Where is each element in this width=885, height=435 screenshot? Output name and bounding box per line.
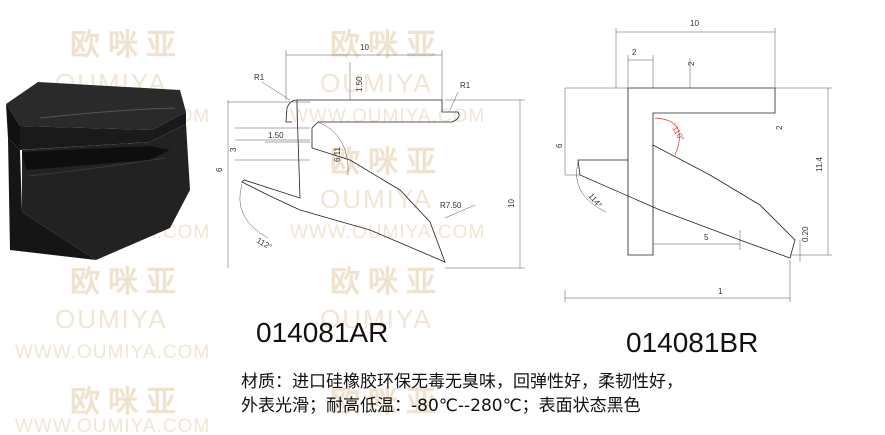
dim-angle: 112° [255,236,273,252]
dim-top-width: 10 [690,19,699,28]
watermark-cn: 欧咪亚 [70,385,184,420]
dim-tip: 0.20 [801,226,810,242]
watermark-cn: 欧咪亚 [70,28,184,63]
dim-line [564,87,628,176]
part-b-label: 014081BR [626,327,758,358]
dim-bottom: 1 [718,287,723,296]
spec-line-1: 材质：进口硅橡胶环保无毒无臭味，回弹性好，柔韧性好， [241,372,683,392]
watermark-url: WWW.OUMIYA.COM [290,222,485,243]
dim-line [444,204,476,219]
dim-height-6: 6 [215,167,224,172]
part-b-drawing: 10 2 2 2 6 11.4 110° 114° 5 0.20 1 [555,19,832,302]
dim-line [653,230,741,250]
watermark-url: WWW.OUMIYA.COM [15,416,210,435]
part-b-top [628,87,776,145]
material-spec: 材质：进口硅橡胶环保无毒无臭味，回弹性好，柔韧性好， 外表光滑；耐高低温：-80… [241,370,881,418]
dim-line [285,50,443,100]
part-b-profile [577,88,796,259]
watermark-cn: 欧咪亚 [70,265,184,300]
dim-gap: 3 [229,147,238,152]
dim-angle-left: 114° [586,192,603,210]
dim-line [445,99,525,269]
dim-radius-arc: R7.50 [440,201,462,210]
watermark-cn: 欧咪亚 [330,145,444,180]
dim-line [261,62,459,111]
dim-line [615,28,776,88]
dim-arc [317,121,349,176]
spec-line-2: 外表光滑；耐高低温：-80℃--280℃；表面状态黑色 [241,396,641,416]
dim-line [227,100,310,268]
watermark-url: WWW.OUMIYA.COM [290,106,485,127]
dim-height-11-4: 11.4 [815,156,824,172]
dim-angle-top: 110° [670,125,686,143]
dim-width-5: 5 [704,233,709,242]
product-render [6,82,190,260]
dim-height-10: 10 [507,199,516,208]
dim-radius-right: R1 [460,81,471,90]
watermark-en: OUMIYA [320,304,433,334]
part-a-label: 014081AR [256,317,388,348]
angle-arc-red [654,117,680,156]
dim-inner-6-11: 6.11 [333,146,342,162]
watermark-cn: 欧咪亚 [330,265,444,300]
dim-arc [239,183,269,239]
dim-line [775,87,832,256]
dim-arc [576,161,607,213]
watermark-url: WWW.OUMIYA.COM [15,342,210,363]
dim-line [627,55,654,88]
dim-height-6: 6 [555,143,564,148]
watermark-cn: 欧咪亚 [330,385,444,420]
watermark-en: OUMIYA [320,184,433,214]
dim-right-thick: 2 [775,125,784,130]
watermark-en: OUMIYA [55,304,168,334]
part-a-profile [241,99,460,263]
dim-top-width: 10 [360,43,369,52]
dim-left-offset: 1.50 [268,131,284,140]
part-a-left-curve [285,99,298,123]
watermark-cn: 欧咪亚 [330,28,444,63]
dim-line [564,260,791,302]
dim-left-width: 2 [632,48,637,57]
dim-thickness-top: 1.50 [355,76,364,92]
watermark-en: OUMIYA [320,68,433,98]
dim-line [235,139,310,143]
dim-top-thick: 2 [687,61,696,66]
dim-radius-left: R1 [254,73,265,82]
